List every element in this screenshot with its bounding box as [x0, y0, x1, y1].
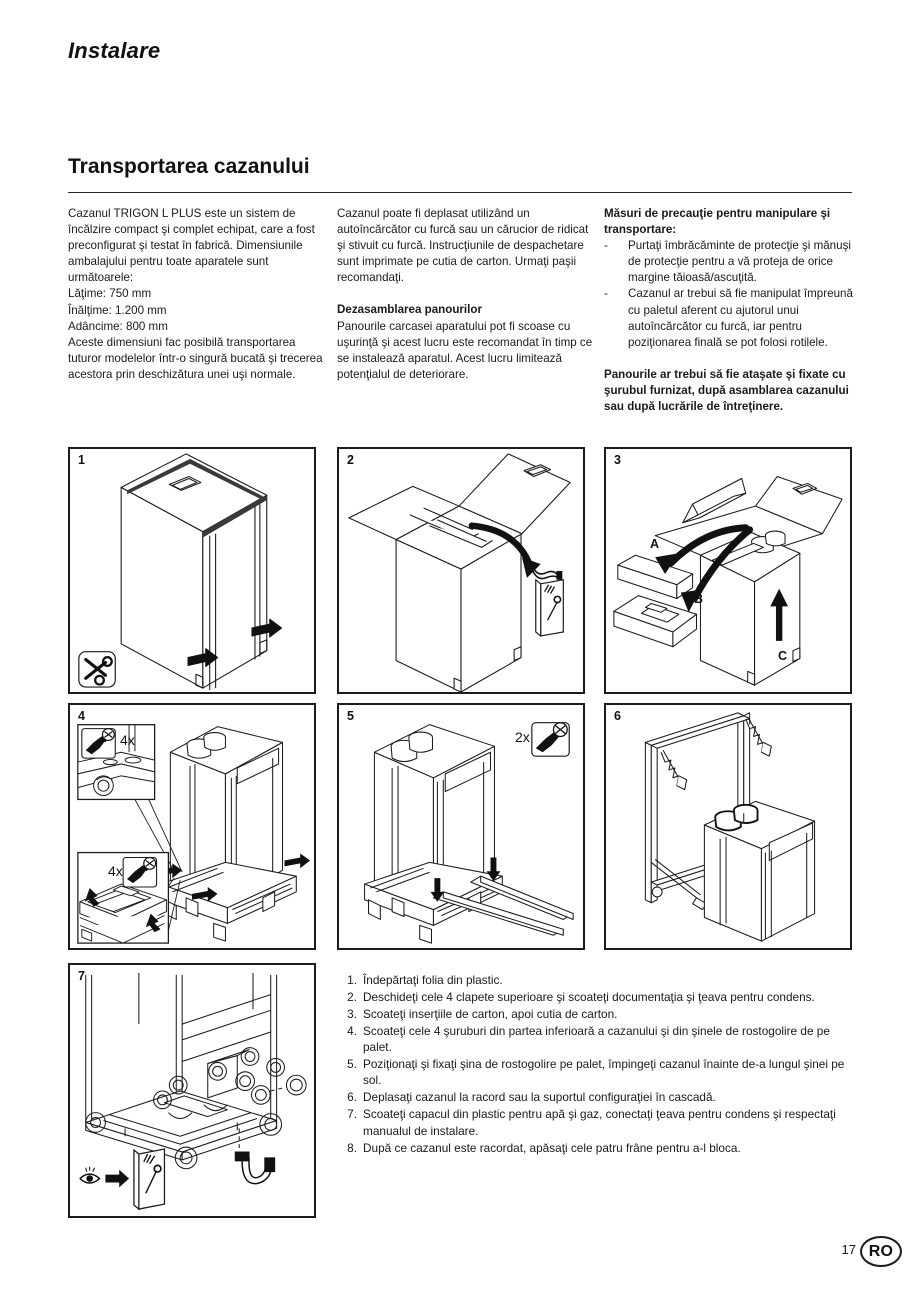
- illustration-panel-1: 1: [68, 447, 316, 694]
- text-column-2: Cazanul poate fi deplasat utilizând un a…: [337, 206, 593, 383]
- panel-number: 1: [78, 453, 85, 467]
- illustration-panel-2: 2: [337, 447, 585, 694]
- step-number: 1.: [347, 973, 357, 987]
- panel-4-quantity-top: 4x: [120, 732, 135, 748]
- list-item: 6. Deplasaţi cazanul la racord sau la sup…: [337, 1089, 857, 1105]
- step-text: După ce cazanul este racordat, apăsaţi c…: [363, 1140, 741, 1155]
- list-item: - Cazanul ar trebui să fie manipulat împ…: [604, 286, 856, 350]
- panel-3-label-c: C: [778, 649, 788, 663]
- screwdriver-screw-icon: [81, 728, 116, 759]
- list-item: 4. Scoateţi cele 4 şuruburi din partea in…: [337, 1023, 857, 1056]
- list-item-text: Cazanul ar trebui să fie manipulat împre…: [628, 287, 853, 349]
- panel-2-drawing: [348, 453, 571, 692]
- panel-6-drawing: [644, 712, 816, 942]
- step-text: Scoateţi cele 4 şuruburi din partea infe…: [363, 1023, 830, 1055]
- panel-5-drawing: [364, 722, 574, 944]
- step-text: Îndepărtaţi folia din plastic.: [363, 973, 503, 987]
- list-item: 1. Îndepărtaţi folia din plastic.: [337, 972, 857, 988]
- page-number: 17: [841, 1242, 856, 1257]
- panel-5-quantity: 2x: [515, 729, 530, 745]
- screwdriver-screw-icon: [531, 722, 570, 757]
- list-item: 8. După ce cazanul este racordat, apăsaţi…: [337, 1140, 857, 1156]
- illustration-panel-4: 4: [68, 703, 316, 950]
- steps-list: 1. Îndepărtaţi folia din plastic. 2. Desch…: [337, 972, 857, 1156]
- col2-spacer: [337, 286, 593, 302]
- eye-arrow-manual-icon: [79, 1148, 166, 1211]
- panel-3-label-b: B: [694, 592, 704, 606]
- bullet-marker: -: [604, 287, 608, 301]
- step-text: Deschideţi cele 4 clapete superioare şi …: [363, 989, 815, 1004]
- panel-4-drawing: [77, 724, 311, 944]
- col2-paragraph-2: Panourile carcasei aparatului pot fi sco…: [337, 319, 593, 381]
- col2-subheading: Dezasamblarea panourilor: [337, 303, 482, 317]
- col3-note: Panourile ar trebui să fie ataşate şi fi…: [604, 367, 849, 414]
- panel-number: 3: [614, 453, 621, 467]
- step-number: 3.: [347, 1006, 357, 1021]
- panel-number: 5: [347, 709, 354, 723]
- list-item: 7. Scoateţi capacul din plastic pentru ap…: [337, 1106, 857, 1139]
- page-title: Transportarea cazanului: [68, 155, 310, 178]
- panel-number: 2: [347, 453, 354, 467]
- scissors-icon: [78, 651, 116, 688]
- panel-3-drawing: [613, 476, 843, 686]
- language-badge: RO: [860, 1236, 902, 1267]
- step-number: 7.: [347, 1107, 357, 1122]
- col1-paragraph-1: Cazanul TRIGON L PLUS este un sistem de …: [68, 207, 315, 285]
- list-item: 3. Scoateţi inserţiile de carton, apoi cu…: [337, 1006, 857, 1022]
- step-number: 5.: [347, 1057, 357, 1072]
- instruction-steps: 1. Îndepărtaţi folia din plastic. 2. Desch…: [337, 972, 857, 1156]
- col3-spacer: [604, 351, 856, 367]
- col1-paragraph-2: Aceste dimensiuni fac posibilă transport…: [68, 335, 323, 381]
- dimension-width: Lăţime: 750 mm: [68, 287, 152, 301]
- list-item-text: Purtaţi îmbrăcăminte de protecţie şi măn…: [628, 239, 851, 285]
- step-number: 6.: [347, 1090, 357, 1105]
- chapter-title: Instalare: [68, 38, 161, 63]
- panel-7-drawing: [79, 972, 307, 1211]
- panel-number: 7: [78, 969, 85, 983]
- text-column-1: Cazanul TRIGON L PLUS este un sistem de …: [68, 206, 324, 383]
- dimension-height: Înălţime: 1.200 mm: [68, 303, 167, 317]
- step-text: Poziţionaţi şi fixaţi şina de rostogolir…: [363, 1057, 845, 1088]
- panel-number: 4: [78, 709, 85, 723]
- col3-heading: Măsuri de precauţie pentru manipulare şi…: [604, 207, 831, 237]
- panel-1-drawing: [78, 453, 283, 691]
- bullet-marker: -: [604, 239, 608, 253]
- step-text: Deplasaţi cazanul la racord sau la supor…: [363, 1090, 716, 1105]
- illustration-panel-3: 3: [604, 447, 852, 694]
- panel-3-label-a: A: [650, 537, 660, 551]
- screwdriver-screw-icon: [122, 856, 158, 888]
- step-number: 8.: [347, 1140, 357, 1155]
- list-item: 2. Deschideţi cele 4 clapete superioare ş…: [337, 989, 857, 1005]
- step-number: 4.: [347, 1023, 357, 1038]
- condensate-hose-icon: [527, 563, 563, 580]
- title-divider: [68, 192, 852, 193]
- panel-4-quantity-bottom: 4x: [108, 863, 123, 879]
- step-text: Scoateţi capacul din plastic pentru apă …: [363, 1107, 836, 1138]
- panel-number: 6: [614, 709, 621, 723]
- dimension-depth: Adâncime: 800 mm: [68, 319, 168, 333]
- illustration-panel-7: 7: [68, 963, 316, 1218]
- step-number: 2.: [347, 989, 357, 1004]
- text-column-3: Măsuri de precauţie pentru manipulare şi…: [604, 206, 856, 415]
- illustration-panel-5: 5: [337, 703, 585, 950]
- precaution-list: - Purtaţi îmbrăcăminte de protecţie şi m…: [604, 238, 856, 351]
- list-item: - Purtaţi îmbrăcăminte de protecţie şi m…: [604, 238, 856, 286]
- step-text: Scoateţi inserţiile de carton, apoi cuti…: [363, 1006, 618, 1021]
- list-item: 5. Poziţionaţi şi fixaţi şina de rostogol…: [337, 1056, 857, 1089]
- col2-paragraph-1: Cazanul poate fi deplasat utilizând un a…: [337, 207, 589, 285]
- manual-booklet-icon: [535, 578, 564, 638]
- illustration-panel-6: 6: [604, 703, 852, 950]
